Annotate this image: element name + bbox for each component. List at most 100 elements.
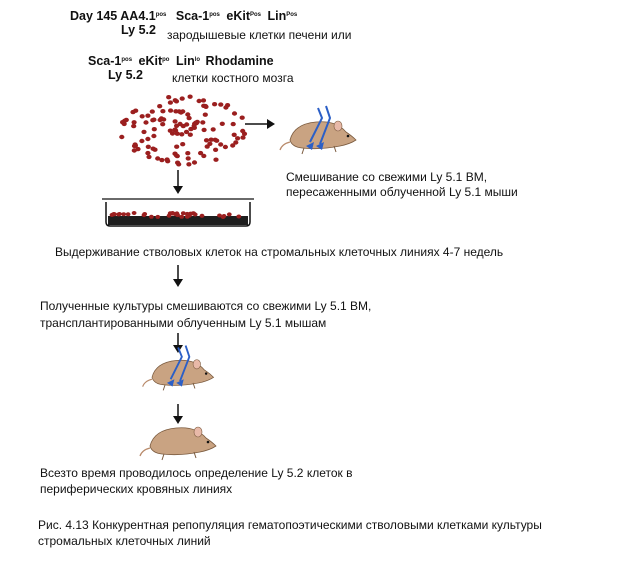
cell-dot xyxy=(168,108,174,113)
dish-cell-dot xyxy=(236,214,242,219)
lin-sup: Pos xyxy=(286,12,298,18)
cell-dot xyxy=(191,160,198,165)
sca-label: Sca-1 xyxy=(175,9,210,23)
ekit-label: eKit xyxy=(226,9,250,23)
cell-dot xyxy=(213,157,219,162)
dish-cell-dot xyxy=(131,211,137,215)
cell-dot xyxy=(198,150,204,156)
cultures-mixed-text-1: Полученные культуры смешиваются со свежи… xyxy=(40,299,372,313)
dish-cell-dot xyxy=(199,213,205,218)
cell-dot xyxy=(230,143,236,148)
sca-sup-2: pos xyxy=(121,57,133,63)
cell-dot xyxy=(176,162,182,167)
cell-dot xyxy=(173,153,180,158)
cell-dot xyxy=(210,127,216,132)
cell-dot xyxy=(186,162,192,167)
cell-dot xyxy=(139,138,145,144)
determination-text-2: периферических кровяных линиях xyxy=(40,482,233,496)
dish-cell-dot xyxy=(125,212,131,217)
dish-cell-dot xyxy=(179,214,185,219)
cell-dot xyxy=(240,128,246,134)
lin-label-2: Lin xyxy=(175,54,195,68)
cell-dot xyxy=(180,123,186,129)
figure-caption-1: Рис. 4.13 Конкурентная репопуляция гемат… xyxy=(38,518,542,532)
cell-dot xyxy=(194,119,200,125)
header-liver-text: зародышевые клетки печени или xyxy=(167,28,352,42)
cell-dot xyxy=(179,132,185,137)
cell-dot xyxy=(196,98,202,104)
cell-dot xyxy=(172,119,178,124)
sca-label-2: Sca-1 xyxy=(88,54,122,68)
header-ly-2: Ly 5.2 xyxy=(108,68,143,82)
dish-cell-dot xyxy=(175,213,180,218)
dish-cell-dot xyxy=(141,213,147,218)
arrow-down-icon-4 xyxy=(173,404,183,424)
cell-dot xyxy=(207,141,213,146)
cell-dot xyxy=(222,144,228,150)
ekit-sup: Pos xyxy=(250,12,262,18)
cell-dot xyxy=(231,111,238,116)
cell-dot xyxy=(120,120,126,125)
cell-dot xyxy=(158,116,164,121)
cell-dot xyxy=(146,154,152,160)
day-label: Day 145 AA4.1 xyxy=(70,9,156,23)
cell-dot xyxy=(203,104,209,109)
cell-dot xyxy=(119,134,125,140)
cell-dot xyxy=(172,98,178,103)
dish-cell-dot xyxy=(188,211,193,216)
cell-dot xyxy=(223,105,229,110)
dish-cell-dot xyxy=(121,212,127,217)
cell-dot xyxy=(230,121,236,127)
arrow-down-icon xyxy=(173,170,183,194)
cell-dot xyxy=(235,136,241,141)
cell-dot xyxy=(143,120,149,125)
cell-dot xyxy=(131,148,137,153)
lin-label: Lin xyxy=(267,9,287,23)
mouse-injected-icon-2 xyxy=(142,345,215,391)
cell-dot xyxy=(185,156,191,161)
day-sup: pos xyxy=(155,12,167,18)
cell-dot xyxy=(149,109,155,114)
figure-caption-2: стромальных клеточных линий xyxy=(38,534,211,548)
ekit-sup-2: po xyxy=(162,57,170,63)
cell-dot xyxy=(131,120,137,125)
dish-cell-dot xyxy=(117,212,122,216)
cell-dot xyxy=(212,102,218,107)
sca-sup: pos xyxy=(209,12,220,18)
cell-dot xyxy=(145,150,151,156)
cell-dot xyxy=(141,129,147,135)
cell-dot xyxy=(218,142,224,147)
cell-cluster xyxy=(119,94,248,167)
cell-dot xyxy=(187,94,193,99)
dish-cell-dot xyxy=(217,213,222,218)
cell-dot xyxy=(139,114,145,119)
cell-dot xyxy=(160,109,166,114)
cell-dot xyxy=(145,113,151,118)
cell-dot xyxy=(239,115,245,120)
cell-dot xyxy=(208,137,214,142)
dish-cell-dot xyxy=(221,214,227,218)
cell-dot xyxy=(187,132,193,137)
header-line-3: Sca-1pos eKitpo Linlo Rhodamine xyxy=(88,54,274,68)
cell-dot xyxy=(233,140,239,145)
culture-text: Выдерживание стволовых клеток на стромал… xyxy=(55,245,504,259)
cell-dot xyxy=(179,96,185,101)
cell-dot xyxy=(186,115,192,121)
culture-dish-icon xyxy=(102,198,254,227)
cell-dot xyxy=(166,95,172,100)
cell-dot xyxy=(219,121,225,126)
cell-dot xyxy=(212,137,218,142)
dish-cell-dot xyxy=(166,213,172,218)
cell-dot xyxy=(183,129,190,135)
arrow-right-icon xyxy=(245,119,275,129)
cell-dot xyxy=(167,128,173,133)
cell-dot xyxy=(201,153,207,159)
dish-cell-dot xyxy=(149,214,154,219)
cell-dot xyxy=(151,127,157,132)
cell-dot xyxy=(201,127,207,133)
dish-cell-dot xyxy=(170,211,175,215)
cell-dot xyxy=(174,144,180,149)
dish-cell-dot xyxy=(155,214,161,219)
cell-dot xyxy=(145,144,151,149)
header-ly-1: Ly 5.2 xyxy=(121,23,156,37)
